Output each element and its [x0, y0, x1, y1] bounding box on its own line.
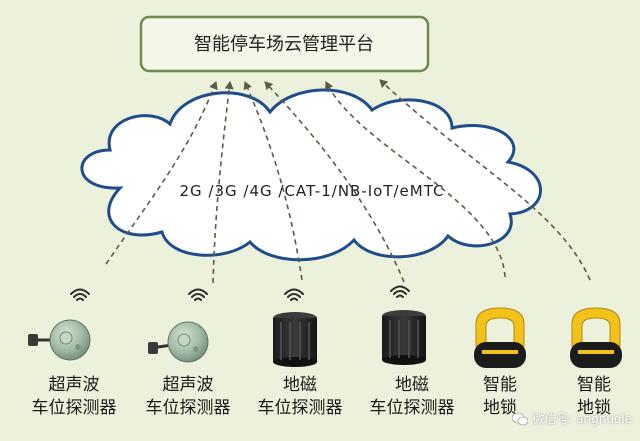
- device-label-line1: 地磁: [395, 375, 429, 395]
- device-label: 地磁 车位探测器: [240, 374, 360, 420]
- watermark-text: 微信号: angnuole: [532, 412, 632, 426]
- device-label: 智能 地锁: [552, 374, 636, 420]
- wireless-signal-icon: [284, 288, 304, 301]
- device-label: 智能 地锁: [458, 374, 542, 420]
- network-cloud: [80, 88, 542, 262]
- device-label-line2: 车位探测器: [369, 398, 455, 418]
- ultrasonic-sensor-icon: [148, 321, 209, 363]
- device-label-line2: 车位探测器: [31, 398, 117, 418]
- device-label-line1: 超声波: [48, 375, 100, 395]
- platform-title: 智能停车场云管理平台: [194, 34, 374, 55]
- wireless-signal-icon: [70, 288, 90, 301]
- network-label: 2G /3G /4G /CAT-1/NB-IoT/eMTC: [179, 182, 444, 200]
- arrow-geomagnetic-1: [243, 81, 303, 281]
- device-label-line1: 地磁: [283, 375, 317, 395]
- device-label-line1: 超声波: [162, 375, 214, 395]
- geomagnetic-sensor-icon: [273, 312, 317, 367]
- geomagnetic-sensor-icon: [382, 310, 426, 365]
- wechat-watermark: 微信号: angnuole: [512, 410, 632, 427]
- arrow-ultrasonic-1: [105, 81, 218, 265]
- arrow-geomagnetic-2: [264, 81, 405, 283]
- device-label-line1: 智能: [577, 375, 611, 395]
- arrow-lock-1: [325, 81, 506, 278]
- device-label-line2: 地锁: [577, 398, 611, 418]
- platform-box: [139, 15, 430, 73]
- device-label: 超声波 车位探测器: [128, 374, 248, 420]
- wireless-signal-icon: [390, 285, 410, 298]
- wireless-signal-icon: [188, 288, 208, 301]
- device-label-line2: 地锁: [483, 398, 517, 418]
- ultrasonic-sensor-icon: [28, 319, 91, 361]
- device-label-line2: 车位探测器: [145, 398, 231, 418]
- device-label-line2: 车位探测器: [257, 398, 343, 418]
- arrow-lock-2: [379, 79, 591, 281]
- device-label: 地磁 车位探测器: [352, 374, 472, 420]
- parking-lock-icon: [570, 307, 622, 368]
- device-label-line1: 智能: [483, 375, 517, 395]
- parking-lock-icon: [474, 307, 526, 368]
- arrow-ultrasonic-2: [212, 81, 234, 284]
- device-label: 超声波 车位探测器: [14, 374, 134, 420]
- wechat-icon: [512, 412, 529, 425]
